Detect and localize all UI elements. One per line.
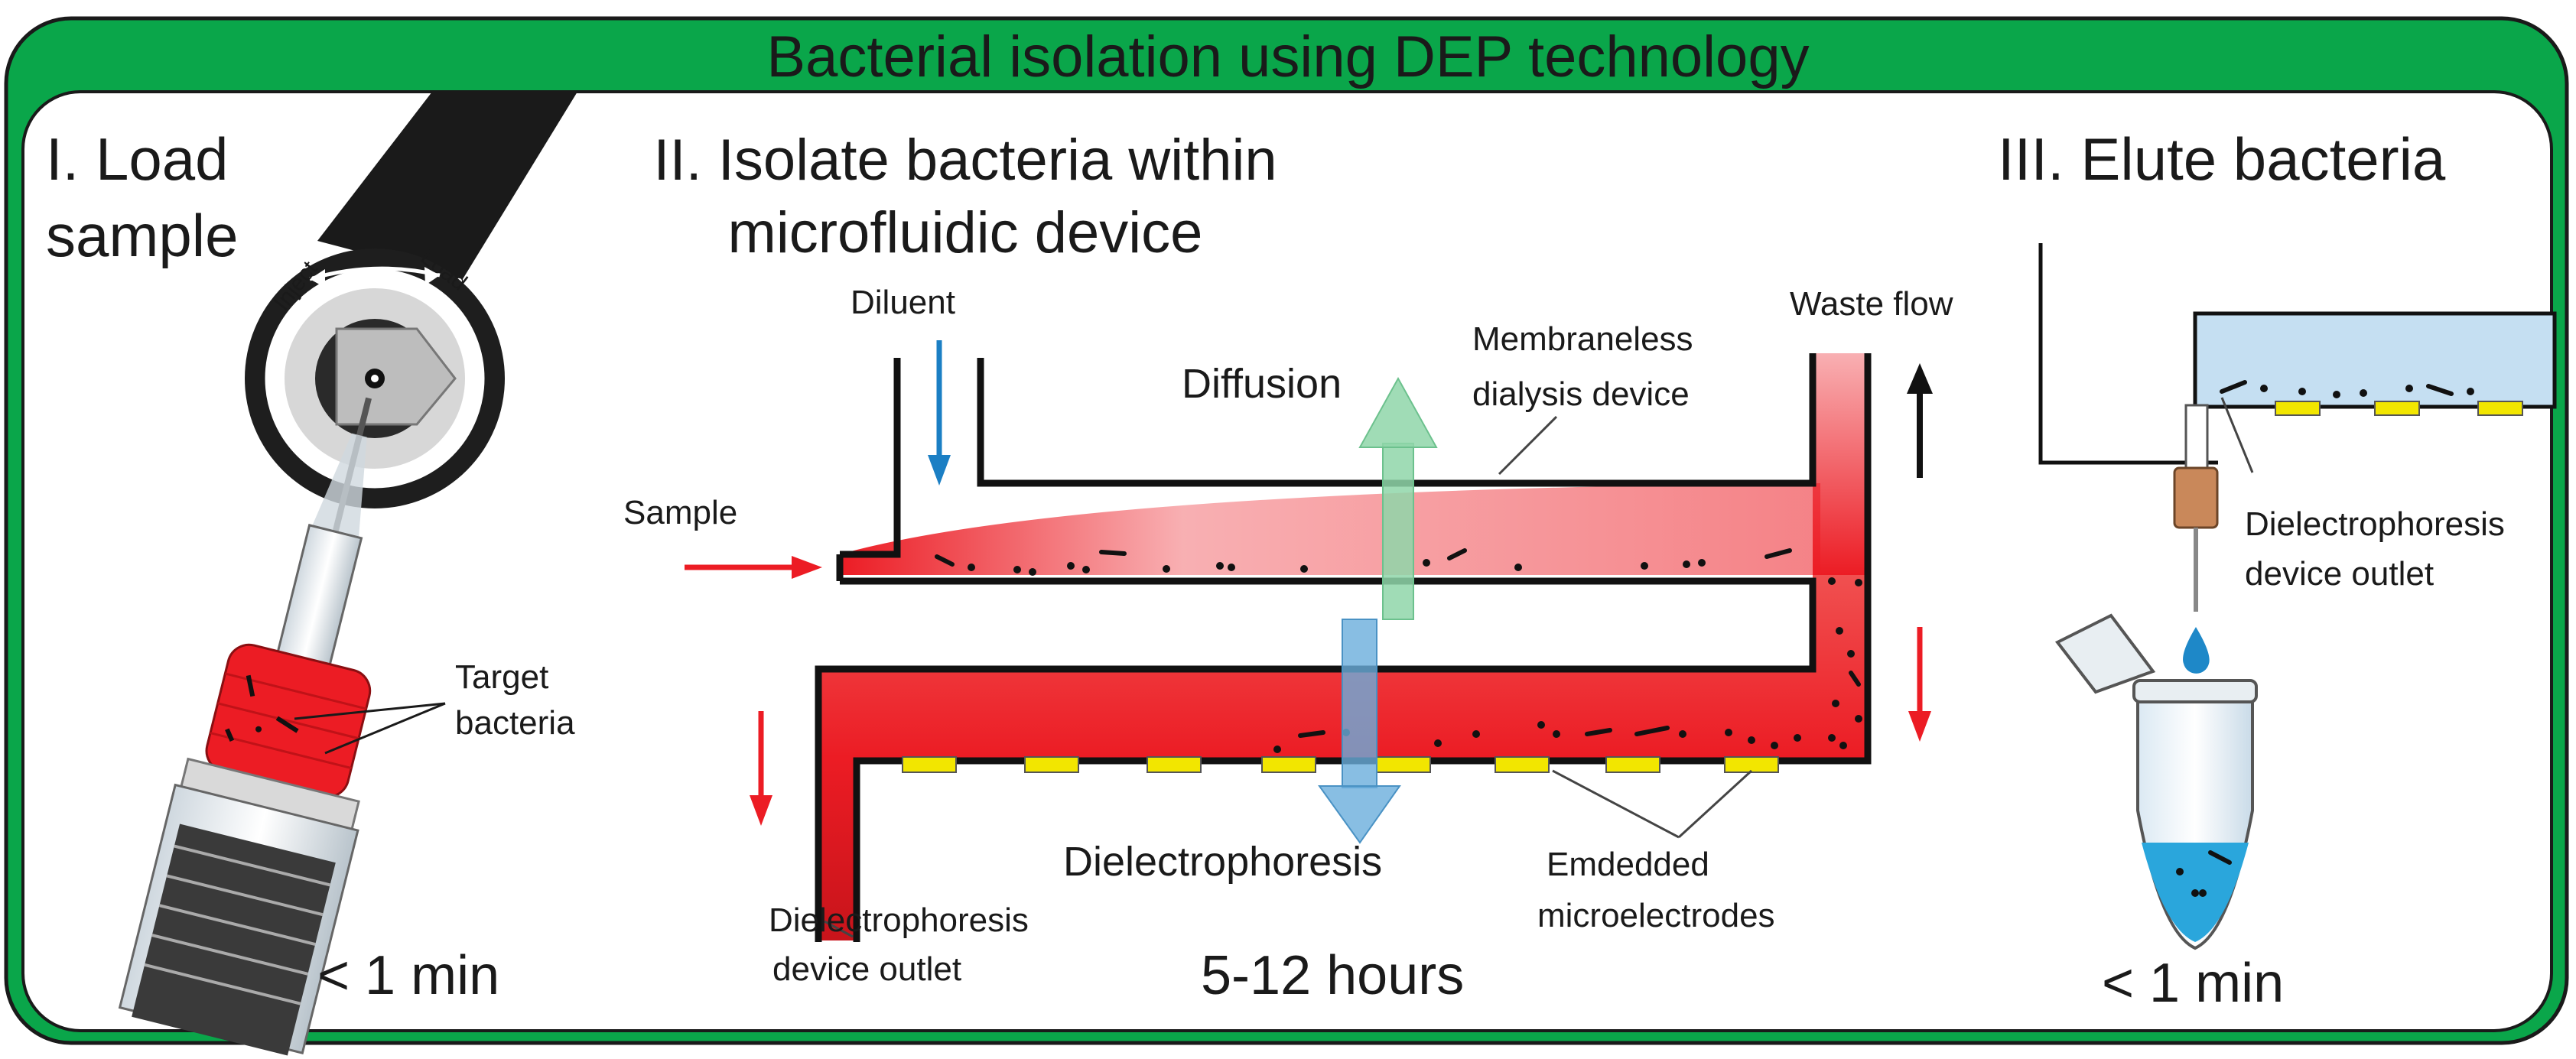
microcentrifuge-tube <box>2054 613 2258 950</box>
rotary-valve: Inject Load <box>245 245 505 508</box>
sample-arrow <box>685 556 822 579</box>
elute-outlet-label: device outlet <box>2245 555 2434 593</box>
device-body <box>2193 311 2557 409</box>
outlet-label: Dielectrophoresis <box>769 901 1029 939</box>
isolate-heading: microfluidic device <box>728 200 1203 265</box>
panel-elute: III. Elute bacteria Dielectrophoresis de… <box>1998 125 2557 1014</box>
outlet-flow-arrow <box>750 711 772 826</box>
waste-arrow <box>1907 363 1933 478</box>
diffusion-arrow <box>1358 376 1438 620</box>
target-bacteria-label: Target <box>455 658 548 696</box>
electrodes-label: microelectrodes <box>1537 897 1775 934</box>
device-frame <box>2038 243 2218 465</box>
elute-time: < 1 min <box>2102 953 2284 1014</box>
membraneless-label: dialysis device <box>1472 375 1690 413</box>
valve-handle <box>317 92 577 279</box>
upper-channel-fluid <box>840 483 1820 575</box>
isolate-heading: II. Isolate bacteria within <box>653 128 1277 193</box>
elute-heading: III. Elute bacteria <box>1998 125 2446 193</box>
load-time: < 1 min <box>317 945 499 1006</box>
microelectrodes <box>902 756 1779 773</box>
dielectrophoresis-arrow <box>1318 619 1401 844</box>
load-heading: sample <box>46 202 238 269</box>
diffusion-label: Diffusion <box>1182 361 1342 407</box>
waste-riser-fluid <box>1813 353 1868 575</box>
panel-isolate: II. Isolate bacteria within microfluidic… <box>623 128 1953 1006</box>
panel-load: I. Load sample Inject Load <box>46 92 577 1056</box>
diluent-label: Diluent <box>851 284 955 321</box>
diluent-arrow <box>928 340 951 486</box>
elute-outlet-label: Dielectrophoresis <box>2245 505 2505 543</box>
diagram-title: Bacterial isolation using DEP technology <box>766 24 1809 89</box>
dielectrophoresis-label: Dielectrophoresis <box>1063 839 1382 885</box>
bacteria-particles <box>935 548 1862 753</box>
descend-arrow <box>1908 627 1931 742</box>
isolate-time: 5-12 hours <box>1201 945 1464 1006</box>
electrodes-label: Emdedded <box>1547 846 1709 883</box>
device-electrodes <box>2275 401 2523 416</box>
droplet <box>2183 627 2210 674</box>
target-bacteria-label: bacteria <box>455 704 575 742</box>
membraneless-label: Membraneless <box>1472 320 1693 358</box>
sample-label: Sample <box>623 494 737 531</box>
load-heading: I. Load <box>46 125 229 193</box>
device-bacteria <box>2220 380 2474 398</box>
waste-flow-label: Waste flow <box>1790 285 1953 323</box>
syringe <box>118 397 372 1056</box>
outlet-label: device outlet <box>772 950 961 988</box>
